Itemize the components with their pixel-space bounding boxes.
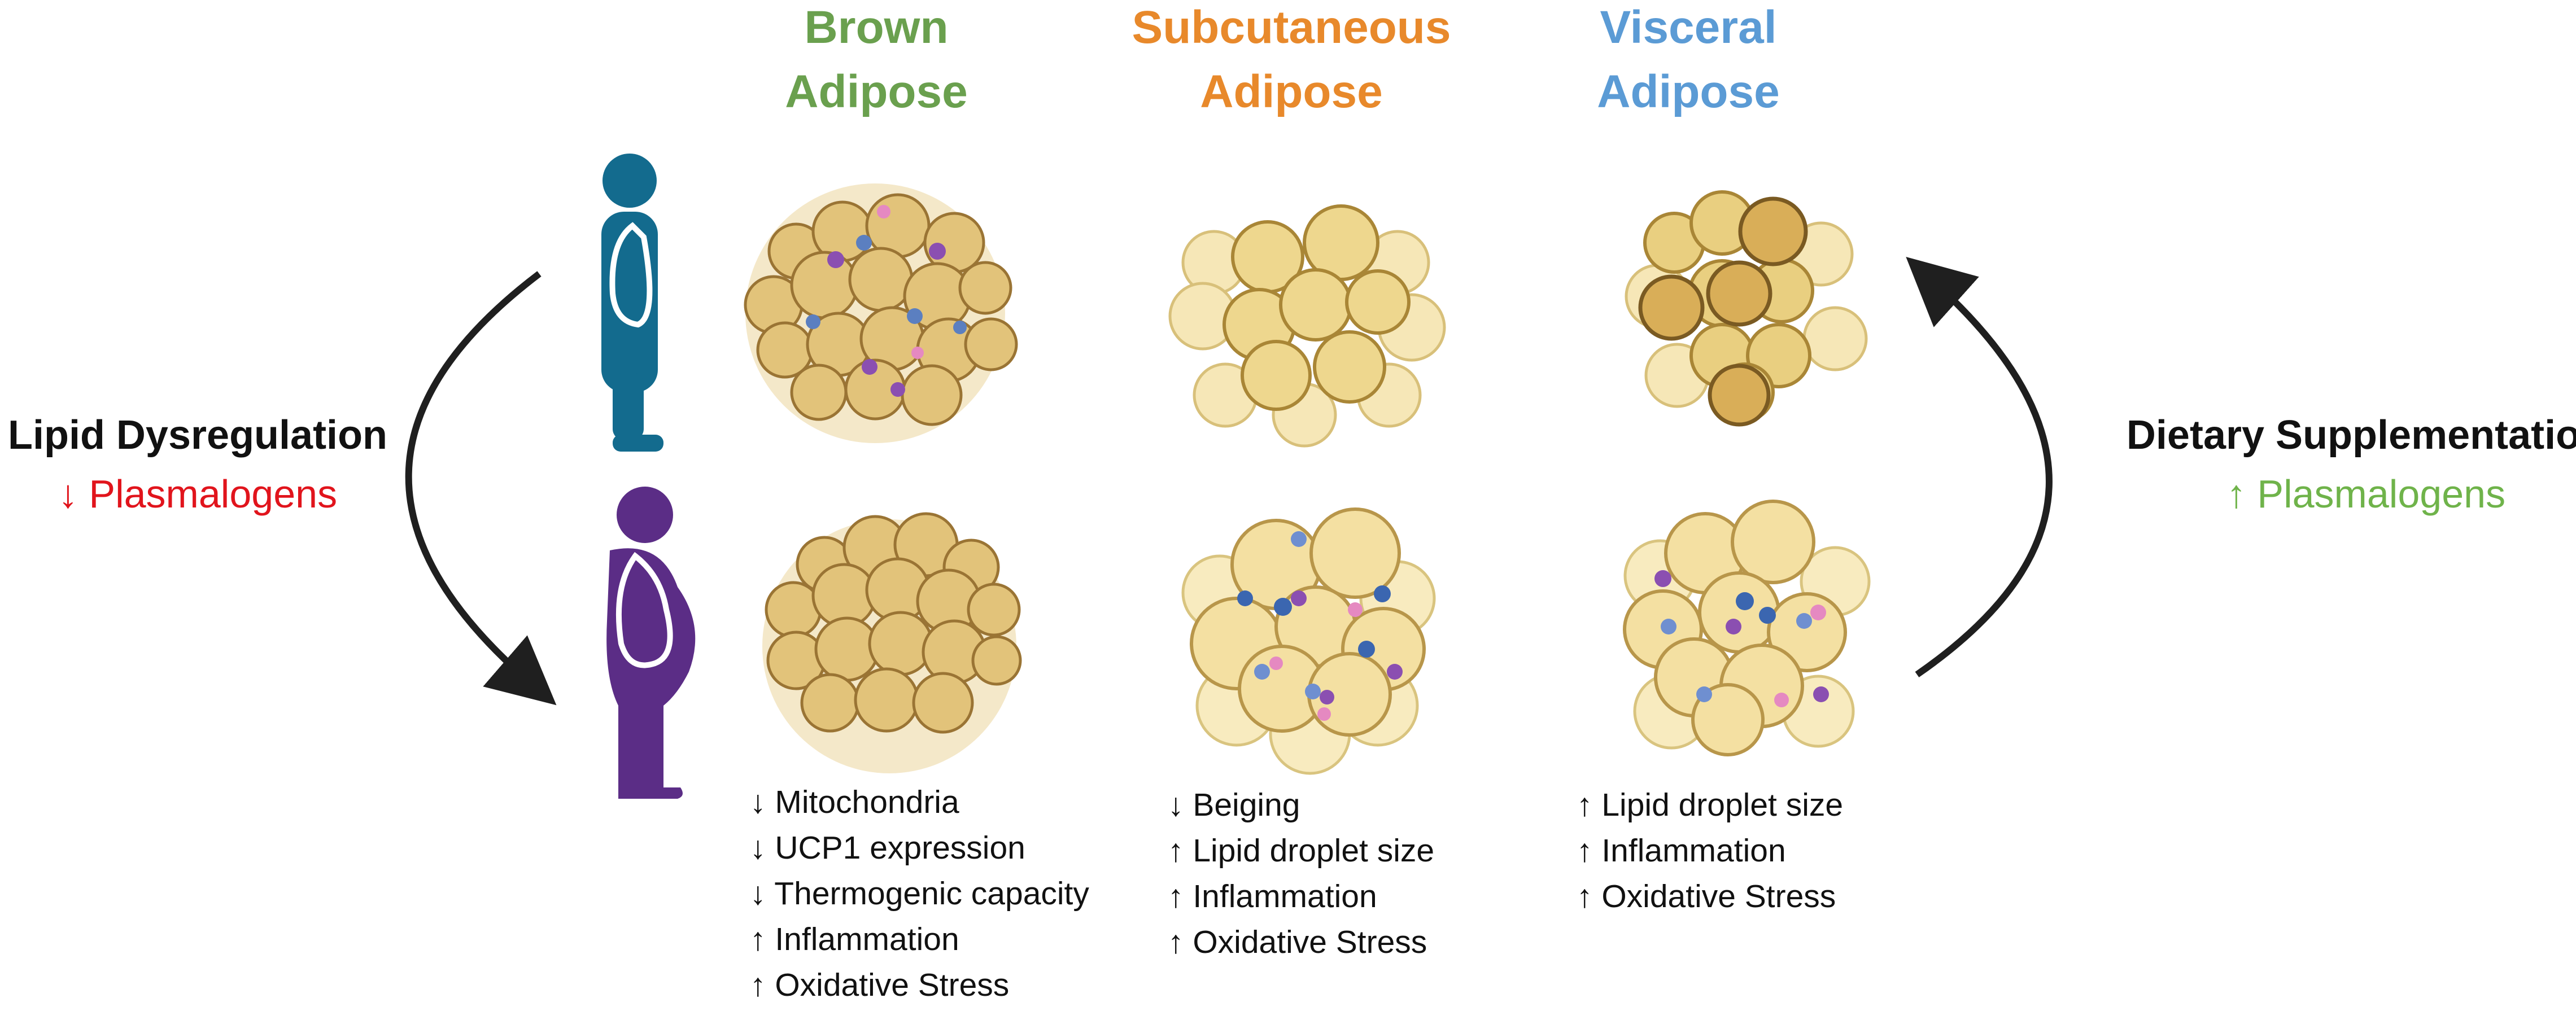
brown-effect-item: ↑ Inflammation	[750, 921, 959, 957]
brown-adipose-header: Brown Adipose	[785, 5, 967, 115]
visceral-adipose-obese-cells	[1623, 500, 1871, 756]
subcutaneous-header-line2: Adipose	[1200, 66, 1383, 117]
visceral-header-line1: Visceral	[1600, 2, 1777, 53]
brown-header-line2: Adipose	[785, 66, 968, 117]
brown-effect-item: ↓ Thermogenic capacity	[750, 876, 1089, 912]
subcutaneous-adipose-header: Subcutaneous Adipose	[1132, 5, 1451, 115]
subcutaneous-effect-item: ↑ Lipid droplet size	[1168, 833, 1435, 869]
visceral-header-line2: Adipose	[1597, 66, 1780, 117]
brown-adipose-obese-cells	[762, 512, 1022, 773]
brown-header-line1: Brown	[804, 2, 949, 53]
right-plasmalogens-subtitle: ↑ Plasmalogens	[2226, 472, 2506, 516]
visceral-adipose-header: Visceral Adipose	[1597, 5, 1779, 115]
visceral-effect-item: ↑ Lipid droplet size	[1577, 787, 1844, 823]
visceral-adipose-lean-cells	[1625, 190, 1868, 427]
brown-adipose-lean-cells	[744, 183, 1018, 443]
visceral-effect-item: ↑ Inflammation	[1577, 833, 1786, 869]
subcutaneous-effects-list: ↓ Beiging ↑ Lipid droplet size ↑ Inflamm…	[1168, 789, 1434, 959]
lean-person-icon	[601, 154, 663, 452]
subcutaneous-effect-item: ↓ Beiging	[1168, 787, 1300, 823]
subcutaneous-adipose-lean-cells	[1168, 204, 1446, 448]
visceral-effect-item: ↑ Oxidative Stress	[1577, 878, 1836, 914]
brown-effects-list: ↓ Mitochondria ↓ UCP1 expression ↓ Therm…	[750, 786, 1089, 1001]
subcutaneous-header-line1: Subcutaneous	[1132, 2, 1451, 53]
left-curved-arrow	[405, 271, 557, 706]
left-plasmalogens-subtitle: ↓ Plasmalogens	[58, 472, 338, 516]
dietary-supplementation-title: Dietary Supplementation	[2126, 413, 2576, 458]
lipid-dysregulation-title: Lipid Dysregulation	[7, 413, 388, 458]
right-curved-arrow	[1906, 256, 2053, 677]
obese-person-icon	[606, 487, 696, 799]
subcutaneous-effect-item: ↑ Inflammation	[1168, 878, 1377, 914]
brown-effect-item: ↑ Oxidative Stress	[750, 967, 1010, 1003]
brown-effect-item: ↓ Mitochondria	[750, 784, 959, 820]
subcutaneous-effect-item: ↑ Oxidative Stress	[1168, 924, 1427, 960]
brown-effect-item: ↓ UCP1 expression	[750, 830, 1025, 866]
visceral-effects-list: ↑ Lipid droplet size ↑ Inflammation ↑ Ox…	[1577, 789, 1843, 913]
subcutaneous-adipose-obese-cells	[1181, 507, 1436, 775]
